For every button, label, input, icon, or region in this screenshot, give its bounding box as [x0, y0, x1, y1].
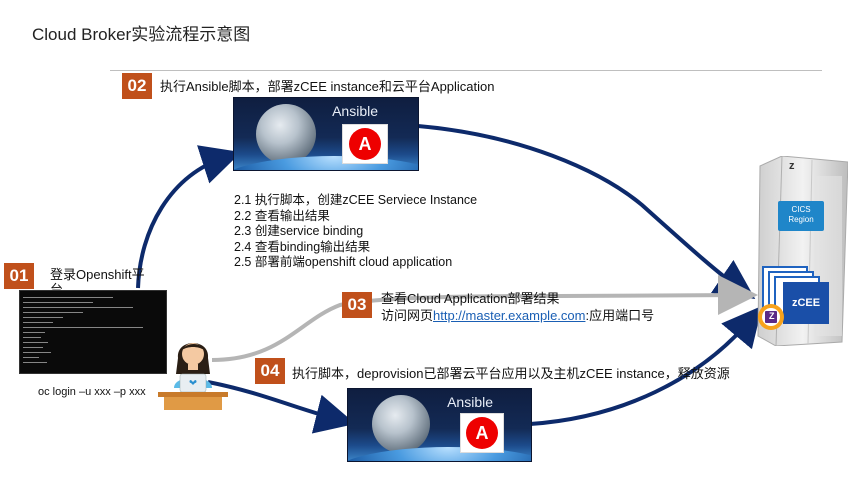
app-url-link[interactable]: http://master.example.com	[433, 308, 586, 323]
login-command: oc login –u xxx –p xxx	[38, 386, 146, 398]
zcee-badge-letter: Z	[769, 311, 775, 321]
arrow-ansible-bottom-to-mainframe	[529, 305, 763, 426]
step-03-text-line2: 访问网页http://master.example.com:应用端口号	[381, 305, 654, 324]
arrow-ansible-to-mainframe	[417, 124, 756, 300]
ansible-label: Ansible	[332, 103, 378, 119]
step-04-badge: 04	[255, 358, 285, 384]
step-03-prefix: 访问网页	[381, 308, 434, 323]
ansible-logo: A	[349, 128, 381, 160]
horizon-graphic	[348, 447, 531, 461]
user-at-laptop-icon	[158, 343, 228, 410]
ansible-logo-box: A	[342, 124, 388, 164]
ansible-panel-top: Ansible A	[233, 97, 419, 171]
substep-item: 2.5 部署前端openshift cloud application	[234, 255, 453, 270]
zcee-instance-box: zCEE	[783, 282, 829, 324]
substep-list: 2.1 执行脚本，创建zCEE Serviece Instance 2.2 查看…	[234, 193, 477, 271]
mainframe-z-label: z	[789, 160, 795, 172]
planet-graphic	[372, 395, 430, 453]
substep-item: 2.4 查看binding输出结果	[234, 239, 371, 254]
step-03-badge: 03	[342, 292, 372, 318]
terminal-screenshot	[19, 290, 167, 374]
title-divider	[110, 70, 822, 71]
ansible-label: Ansible	[447, 394, 493, 410]
substep-item: 2.2 查看输出结果	[234, 208, 330, 223]
substep-item: 2.3 创建service binding	[234, 224, 364, 239]
ansible-logo: A	[466, 417, 498, 449]
cics-region-box: CICS Region	[778, 201, 824, 231]
substep-item: 2.1 执行脚本，创建zCEE Serviece Instance	[234, 193, 478, 207]
ansible-panel-bottom: Ansible A	[347, 388, 532, 462]
arrow-user-to-app	[211, 275, 758, 362]
arrow-login-to-ansible	[136, 145, 242, 289]
step-02-badge: 02	[122, 73, 152, 99]
arrow-user-to-ansible-bottom	[207, 380, 356, 434]
ansible-logo-box: A	[460, 413, 504, 453]
step-03-suffix: :应用端口号	[585, 308, 655, 323]
step-02-text: 执行Ansible脚本，部署zCEE instance和云平台Applicati…	[160, 79, 495, 94]
zcee-gear-icon	[758, 304, 784, 330]
step-01-badge: 01	[4, 263, 34, 289]
horizon-graphic	[234, 156, 418, 170]
planet-graphic	[256, 104, 316, 164]
page-title: Cloud Broker实验流程示意图	[32, 25, 251, 44]
step-04-text: 执行脚本，deprovision已部署云平台应用以及主机zCEE instanc…	[292, 366, 730, 381]
step-03-text-line1: 查看Cloud Application部署结果	[381, 291, 560, 306]
